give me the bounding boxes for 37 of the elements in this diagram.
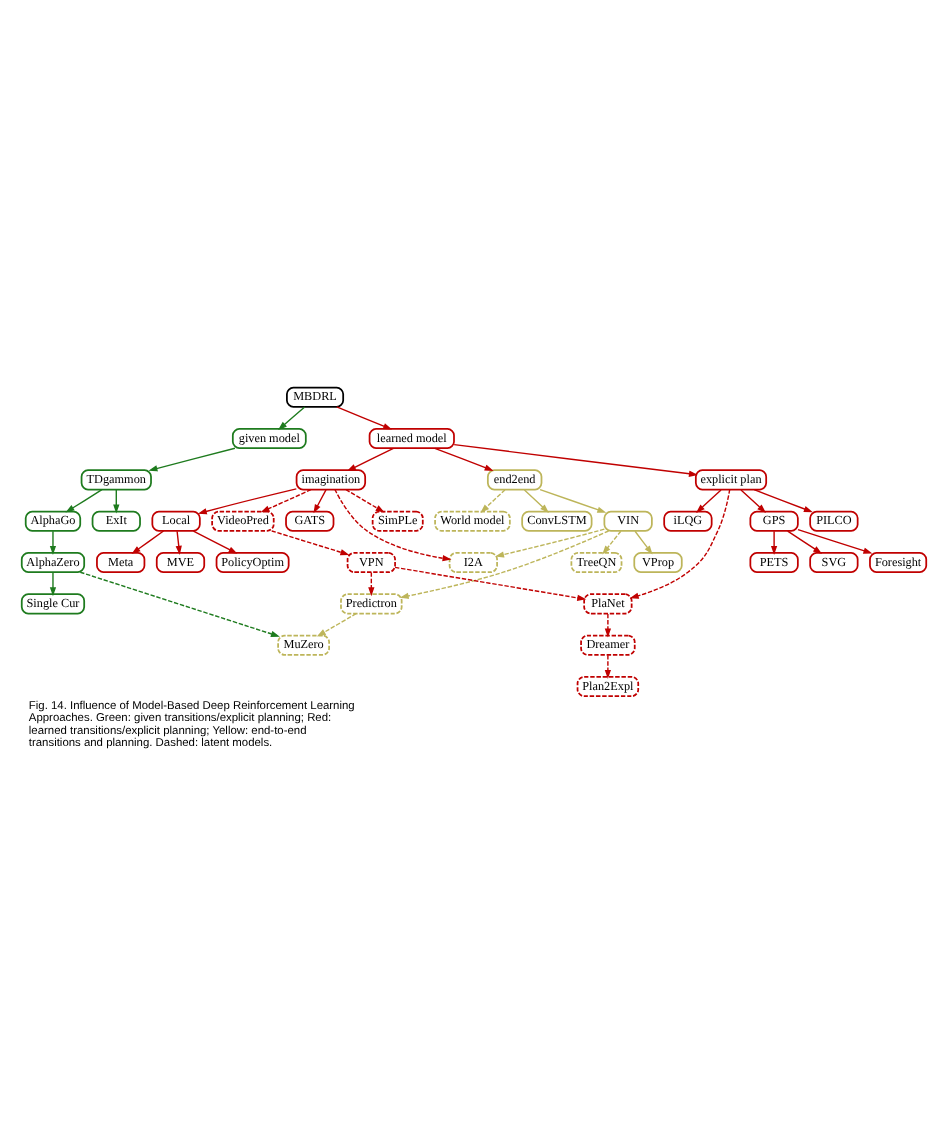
arrow	[197, 487, 297, 514]
arrow	[604, 612, 612, 637]
arrow	[696, 488, 722, 512]
arrow	[634, 529, 653, 554]
arrow	[394, 565, 587, 600]
arrow	[539, 487, 607, 512]
arrow	[740, 488, 767, 512]
arrow	[148, 446, 236, 471]
arrow	[753, 487, 813, 512]
arrow	[770, 529, 778, 554]
arrow	[368, 570, 375, 596]
arrow	[278, 405, 306, 430]
arrow	[797, 528, 873, 553]
arrow	[131, 529, 165, 553]
arrow	[49, 570, 57, 596]
arrow	[260, 488, 312, 512]
arrow	[399, 529, 610, 598]
arrow	[786, 529, 823, 553]
arrow	[453, 442, 698, 476]
arrow	[65, 488, 103, 512]
arrow	[434, 446, 494, 470]
arrow	[271, 529, 350, 555]
arrow	[334, 487, 452, 561]
arrow	[495, 527, 606, 557]
arrow	[192, 529, 238, 553]
arrow	[49, 529, 57, 554]
arrow	[336, 405, 393, 429]
arrow	[346, 446, 395, 471]
arrow	[313, 488, 327, 513]
arrow	[604, 653, 612, 678]
arrow	[480, 488, 506, 512]
arrow	[602, 529, 622, 554]
arrow	[345, 488, 385, 512]
arrow	[523, 488, 549, 512]
arrow	[629, 487, 731, 598]
arrow	[316, 612, 357, 636]
arrow	[79, 570, 280, 636]
